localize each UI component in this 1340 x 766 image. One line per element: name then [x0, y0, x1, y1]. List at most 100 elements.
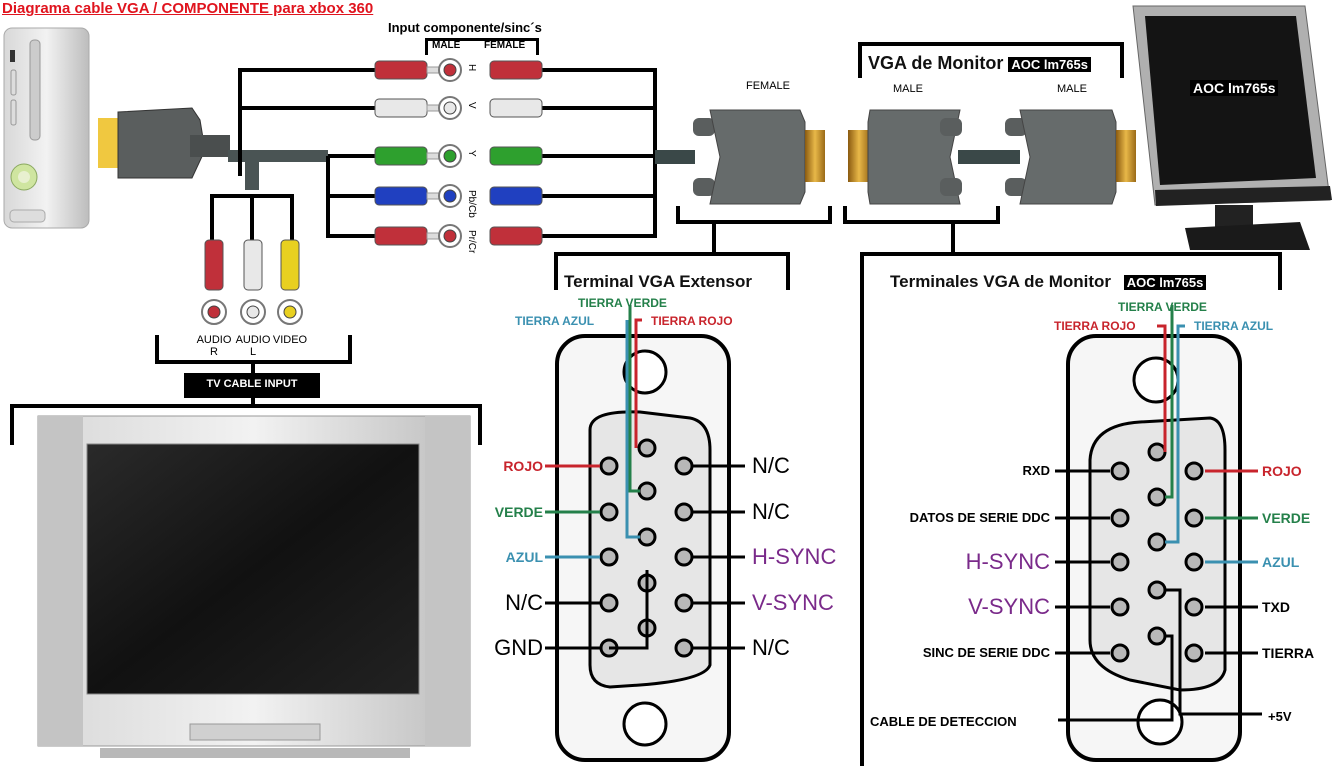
extensor-pin-13 [674, 547, 694, 567]
aoc-monitor [1132, 5, 1332, 250]
vga-monitor-header-text: VGA de Monitor [868, 53, 1004, 73]
vga-extensor-cable-female [655, 109, 825, 205]
monitor-wire-deteccion [1058, 634, 1174, 722]
av-label-2: VIDEO [272, 334, 308, 346]
av-plug-0 [201, 239, 227, 325]
av-plug-2 [277, 239, 303, 325]
monitor-terminal-header: Terminales VGA de Monitor AOC lm765s [890, 272, 1207, 292]
extensor-tierra-verde-label: TIERRA VERDE [578, 296, 667, 310]
component-plug-2 [374, 144, 543, 168]
vga-extensor-pinout [555, 334, 731, 762]
monitor-tierra-verde-label: TIERRA VERDE [1118, 300, 1207, 314]
extensor-pin-12 [674, 502, 694, 522]
extensor-left-label-0: ROJO [503, 458, 543, 474]
crt-tv [37, 415, 471, 758]
monitor-pin-15 [1110, 643, 1130, 663]
monitor-pin-11 [1110, 461, 1130, 481]
vga-male-label-1: MALE [893, 83, 923, 95]
component-input-header: Input componente/sinc´s [388, 20, 542, 35]
monitor-right-label-2: AZUL [1262, 554, 1300, 570]
extensor-left-label-1: VERDE [494, 504, 543, 520]
extensor-left-label-4: GND [494, 635, 543, 660]
monitor-pin-3 [1184, 552, 1204, 572]
extensor-wire-gnd [609, 570, 649, 650]
xbox-360-console [3, 27, 90, 229]
monitor-pin-6 [1147, 442, 1167, 462]
av-plug-1 [240, 239, 266, 325]
vga-monitor-cable-male-1 [848, 109, 1020, 205]
vga-monitor-header: VGA de Monitor AOC lm765s [868, 53, 1091, 74]
xbox-av-connector [98, 107, 230, 179]
av-label-sub-1: L [249, 346, 257, 358]
component-plug-label-1: V [466, 102, 477, 109]
monitor-screen-label: AOC lm765s [1190, 80, 1279, 96]
component-plugs [374, 58, 543, 248]
vga-male-label-2: MALE [1057, 83, 1087, 95]
monitor-terminal-header-text: Terminales VGA de Monitor [890, 272, 1112, 291]
monitor-left-label-4: SINC DE SERIE DDC [922, 645, 1050, 660]
extensor-pin-14 [674, 593, 694, 613]
extensor-right-label-3: V-SYNC [752, 590, 834, 615]
monitor-tierra-azul-label: TIERRA AZUL [1194, 319, 1274, 333]
extensor-pin-6 [637, 438, 657, 458]
monitor-pin-2 [1184, 508, 1204, 528]
monitor-wire-tierra-verde [1165, 305, 1174, 499]
extensor-right-label-0: N/C [752, 453, 790, 478]
vga-monitor-cable-male-2 [1005, 109, 1136, 205]
main-cable [228, 150, 328, 190]
monitor-wire-tierra-azul [1165, 324, 1185, 544]
av-plugs [201, 239, 303, 325]
av-bracket [10, 335, 482, 445]
vga-monitor-model-badge: AOC lm765s [1008, 57, 1091, 72]
av-label-sub-0: R [210, 346, 218, 358]
monitor-tierra-rojo-label: TIERRA ROJO [1054, 319, 1136, 333]
monitor-pin-4 [1184, 597, 1204, 617]
extensor-pin-8 [637, 527, 657, 547]
monitor-pin-14 [1110, 597, 1130, 617]
extensor-wire-tierra-rojo [634, 318, 642, 448]
plus-5v-label: +5V [1268, 709, 1292, 724]
extensor-pin-2 [599, 502, 619, 522]
av-label-1: AUDIO [235, 334, 271, 346]
monitor-left-label-3: V-SYNC [968, 594, 1050, 619]
av-label-0: AUDIO [196, 334, 232, 346]
monitor-pin-9 [1147, 580, 1167, 600]
extensor-wire-tierra-verde [628, 305, 640, 493]
tv-input-label-bg [184, 373, 320, 398]
extensor-pin-4 [599, 593, 619, 613]
component-plug-3 [374, 184, 543, 208]
component-plug-label-2: Y [466, 150, 477, 157]
component-plug-label-4: Pr/Cr [466, 230, 477, 254]
monitor-pin-13 [1110, 552, 1130, 572]
monitor-terminal-model-badge: AOC lm765s [1123, 275, 1207, 290]
monitor-pin-1 [1184, 461, 1204, 481]
extensor-tierra-rojo-label: TIERRA ROJO [651, 314, 733, 328]
monitor-pin-8 [1147, 532, 1167, 552]
component-plug-0 [374, 58, 543, 82]
extensor-header: Terminal VGA Extensor [564, 272, 752, 291]
extensor-left-label-3: N/C [505, 590, 543, 615]
component-plug-label-3: Pb/Cb [466, 190, 477, 218]
monitor-wire-plus5v [1165, 588, 1262, 716]
monitor-right-label-3: TXD [1262, 599, 1290, 615]
extensor-pin-15 [674, 638, 694, 658]
cable-deteccion-label: CABLE DE DETECCION [870, 714, 1017, 729]
component-female-label: FEMALE [484, 40, 526, 51]
monitor-right-label-4: TIERRA [1262, 645, 1315, 661]
monitor-left-label-2: H-SYNC [965, 549, 1050, 574]
extensor-wire-tierra-azul [625, 320, 640, 539]
extensor-pin-1 [599, 456, 619, 476]
extensor-right-label-1: N/C [752, 499, 790, 524]
monitor-left-label-1: DATOS DE SERIE DDC [909, 510, 1050, 525]
monitor-pin-7 [1147, 487, 1167, 507]
extensor-pin-3 [599, 547, 619, 567]
extensor-right-label-4: N/C [752, 635, 790, 660]
extensor-left-label-2: AZUL [505, 549, 543, 565]
tv-cable-input-label: TV CABLE INPUT [206, 378, 298, 390]
monitor-wire-tierra-rojo [1157, 324, 1167, 452]
component-plug-1 [374, 96, 543, 120]
monitor-left-label-0: RXD [1022, 463, 1050, 478]
monitor-pin-5 [1184, 643, 1204, 663]
extensor-right-label-2: H-SYNC [752, 544, 837, 569]
